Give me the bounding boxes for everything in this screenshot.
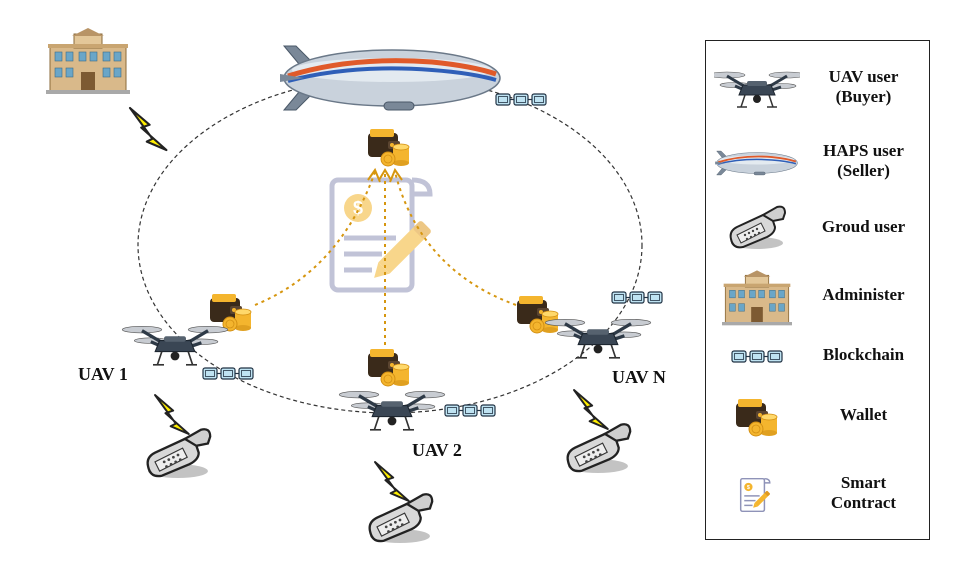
uavN-ground-phone-icon bbox=[566, 423, 632, 475]
uav1-label: UAV 1 bbox=[78, 364, 128, 384]
legend-sublabel: (Seller) bbox=[837, 161, 890, 180]
uav1-lightning-icon bbox=[154, 394, 190, 435]
legend-item-contract: Smart Contract bbox=[706, 465, 931, 525]
legend-label: HAPS user bbox=[823, 141, 904, 160]
haps-airship-icon bbox=[280, 46, 500, 110]
airship-icon bbox=[714, 150, 799, 176]
uavN-wallet-icon bbox=[516, 295, 559, 334]
blockchain-icon-haps bbox=[495, 93, 547, 106]
uav2-wallet-icon bbox=[367, 348, 410, 387]
admin-lightning-icon bbox=[128, 106, 168, 152]
legend-label: Wallet bbox=[839, 405, 888, 424]
legend-item-admin: Administer bbox=[706, 267, 931, 327]
legend-sublabel: (Buyer) bbox=[835, 87, 892, 106]
legend: UAV user (Buyer) HAPS user (Seller) Grou… bbox=[705, 40, 930, 540]
legend-label: UAV user bbox=[828, 67, 899, 86]
uav2-ground-phone-icon bbox=[368, 493, 434, 545]
wallet-icon bbox=[735, 398, 778, 437]
contract-icon bbox=[739, 477, 772, 513]
haps-wallet-icon bbox=[367, 128, 410, 167]
blockchain-icon bbox=[731, 350, 783, 363]
legend-label: Administer bbox=[822, 285, 905, 304]
uav1-blockchain-icon bbox=[202, 367, 254, 380]
uav1-ground-phone-icon bbox=[146, 428, 212, 480]
uav2-drone-icon bbox=[337, 389, 447, 432]
transaction-links bbox=[254, 171, 517, 345]
phone-icon bbox=[729, 205, 786, 250]
uavN-label: UAV N bbox=[612, 367, 666, 387]
legend-label: Smart bbox=[840, 473, 887, 492]
legend-item-wallet: Wallet bbox=[706, 387, 931, 447]
uav2-blockchain-icon bbox=[444, 404, 496, 417]
administer-building-icon bbox=[45, 27, 131, 95]
legend-item-ground: Groud user bbox=[706, 199, 931, 259]
transaction-link-uavN bbox=[394, 171, 517, 306]
transaction-link-uav1 bbox=[254, 171, 376, 306]
uavN-lightning-icon bbox=[573, 389, 609, 430]
legend-item-blockchain: Blockchain bbox=[706, 327, 931, 387]
drone-icon bbox=[714, 70, 800, 109]
uav1-wallet-icon bbox=[209, 293, 252, 332]
legend-sublabel: Contract bbox=[830, 493, 897, 512]
legend-label: Groud user bbox=[821, 217, 906, 236]
building-icon bbox=[721, 269, 793, 326]
smart-contract-icon bbox=[332, 180, 432, 290]
arrowheads bbox=[367, 167, 403, 183]
legend-label: Blockchain bbox=[822, 345, 905, 364]
uavN-blockchain-icon bbox=[611, 291, 663, 304]
legend-item-haps: HAPS user (Seller) bbox=[706, 133, 931, 193]
uav2-lightning-icon bbox=[374, 461, 410, 502]
uavN-drone-icon bbox=[543, 317, 653, 360]
legend-item-uav: UAV user (Buyer) bbox=[706, 59, 931, 119]
uav2-label: UAV 2 bbox=[412, 440, 462, 460]
network-ring bbox=[137, 76, 643, 414]
